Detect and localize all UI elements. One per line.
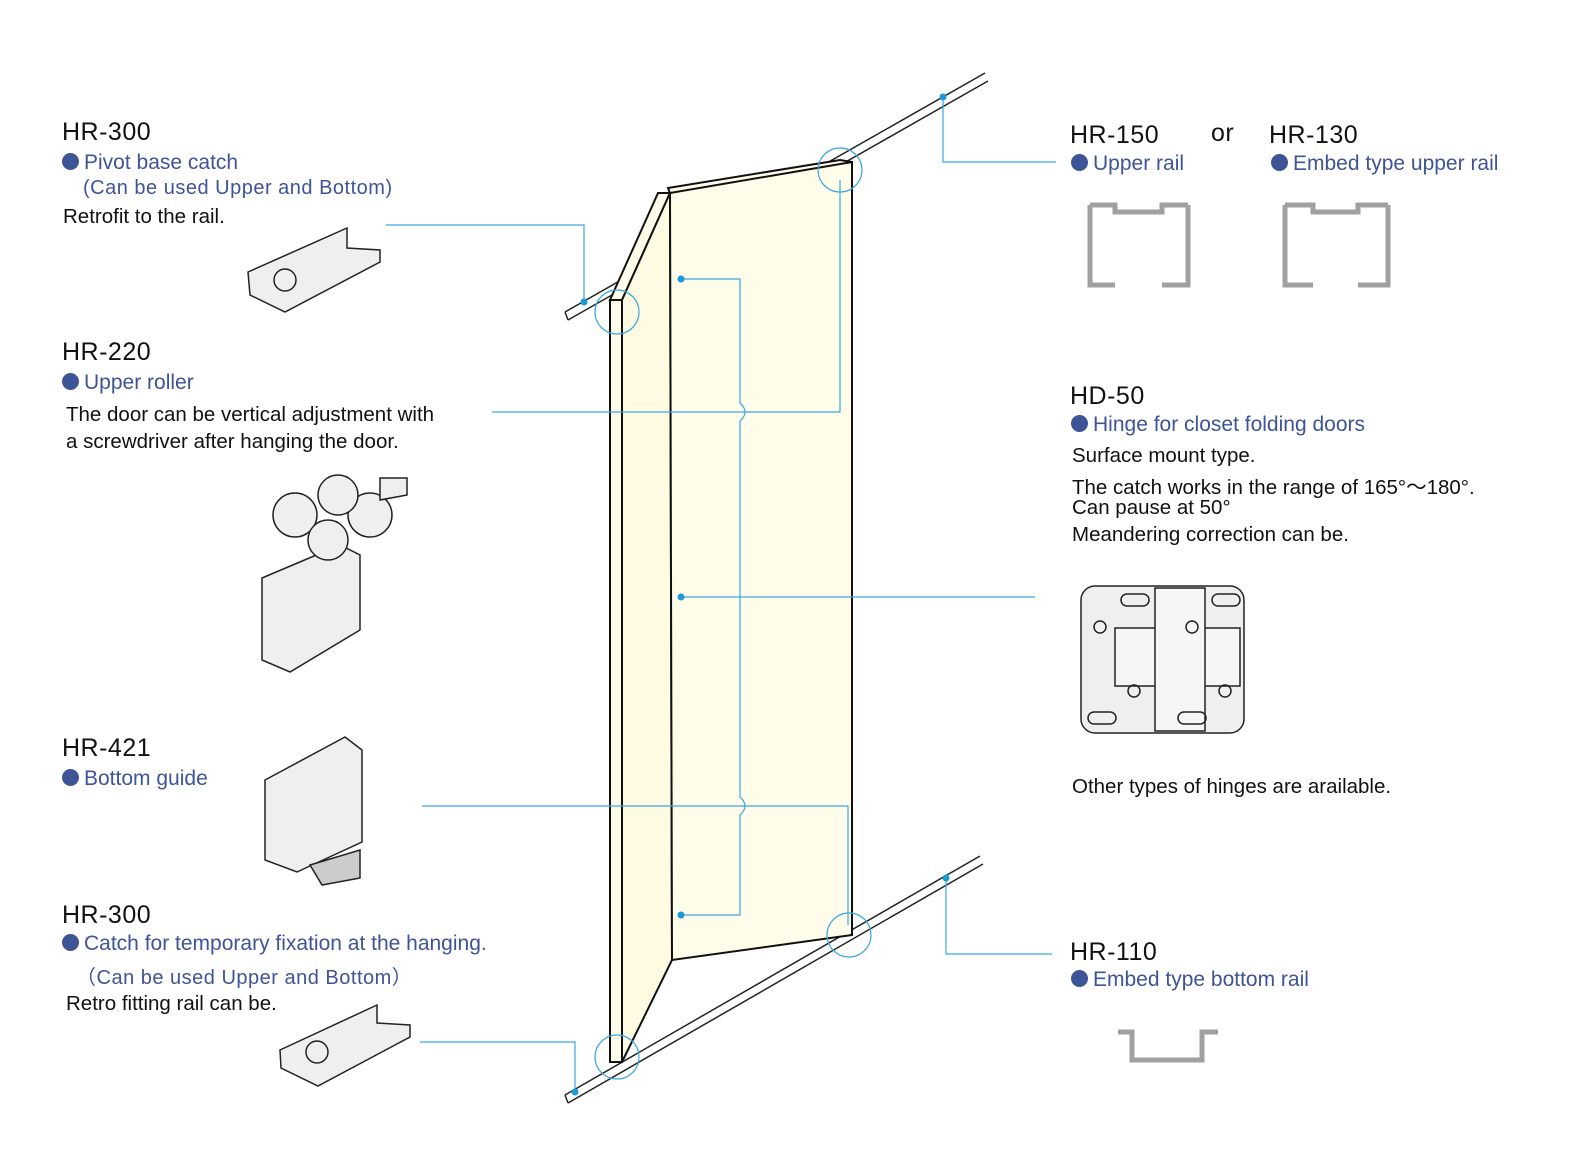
upper-roller-code: HR-220 xyxy=(62,338,152,366)
bottom-rail-code: HR-110 xyxy=(1070,938,1158,966)
bullet-icon xyxy=(62,934,79,951)
embed-upper-rail-profile xyxy=(1282,202,1391,288)
bullet-icon xyxy=(1071,970,1088,987)
embed-upper-rail-title-text: Embed type upper rail xyxy=(1293,152,1499,175)
bottom-guide-drawing xyxy=(264,736,363,886)
pivot-catch-title-text: Pivot base catch xyxy=(84,151,239,174)
folding-door-panels xyxy=(608,158,853,1063)
upper-roller-drawing xyxy=(261,474,408,673)
catch-note: （Can be used Upper and Bottom） xyxy=(76,967,413,989)
hinge-line-2: The catch works in the range of 165°～180… xyxy=(1072,476,1475,499)
upper-rail-profile xyxy=(1087,202,1191,288)
bottom-rail-title-text: Embed type bottom rail xyxy=(1093,968,1309,991)
hinge-line-4: Meandering correction can be. xyxy=(1072,523,1349,546)
bottom-rail-profile xyxy=(1118,1029,1218,1063)
bottom-guide-title-text: Bottom guide xyxy=(84,767,208,790)
upper-roller-desc-1: The door can be vertical adjustment with xyxy=(66,403,435,426)
upper-rail-code: HR-150 xyxy=(1070,121,1160,149)
bottom-guide-code: HR-421 xyxy=(62,734,152,762)
bottom-rail-drawing xyxy=(564,855,984,1104)
upper-roller-title-text: Upper roller xyxy=(84,371,194,394)
hinge-title: Hinge for closet folding doors xyxy=(1071,413,1365,437)
leader-lines xyxy=(386,97,1056,1092)
hinge-line-3: Can pause at 50° xyxy=(1072,496,1231,519)
pivot-catch-code: HR-300 xyxy=(62,118,152,146)
bullet-icon xyxy=(62,769,79,786)
hinge-other-note: Other types of hinges are arailable. xyxy=(1072,775,1392,798)
bullet-icon xyxy=(62,153,79,170)
bullet-icon xyxy=(1071,415,1088,432)
upper-rail-title: Upper rail xyxy=(1071,152,1184,176)
hinge-title-text: Hinge for closet folding doors xyxy=(1093,413,1365,436)
hinge-code: HD-50 xyxy=(1070,382,1145,410)
catch-code: HR-300 xyxy=(62,901,152,929)
embed-upper-rail-title: Embed type upper rail xyxy=(1271,152,1498,176)
or-label: or xyxy=(1211,119,1235,147)
catch-title-text: Catch for temporary fixation at the hang… xyxy=(84,932,487,955)
leader-dots xyxy=(571,93,950,1096)
pivot-catch-note: (Can be used Upper and Bottom) xyxy=(83,177,393,199)
upper-roller-desc-2: a screwdriver after hanging the door. xyxy=(66,430,399,453)
bullet-icon xyxy=(1271,154,1288,171)
bullet-icon xyxy=(1071,154,1088,171)
bottom-guide-title: Bottom guide xyxy=(62,767,208,791)
hinge-drawing xyxy=(1080,585,1245,734)
pivot-catch-bottom-drawing xyxy=(279,1003,411,1087)
catch-title: Catch for temporary fixation at the hang… xyxy=(62,932,487,956)
bullet-icon xyxy=(62,373,79,390)
bottom-rail-title: Embed type bottom rail xyxy=(1071,968,1309,992)
pivot-catch-desc: Retrofit to the rail. xyxy=(63,205,225,228)
upper-roller-title: Upper roller xyxy=(62,371,194,395)
pivot-catch-drawing xyxy=(247,226,381,313)
upper-rail-title-text: Upper rail xyxy=(1093,152,1185,175)
hinge-line-1: Surface mount type. xyxy=(1072,444,1256,467)
catch-desc: Retro fitting rail can be. xyxy=(66,992,277,1015)
pivot-catch-title: Pivot base catch xyxy=(62,151,238,175)
embed-upper-rail-code: HR-130 xyxy=(1269,121,1359,149)
